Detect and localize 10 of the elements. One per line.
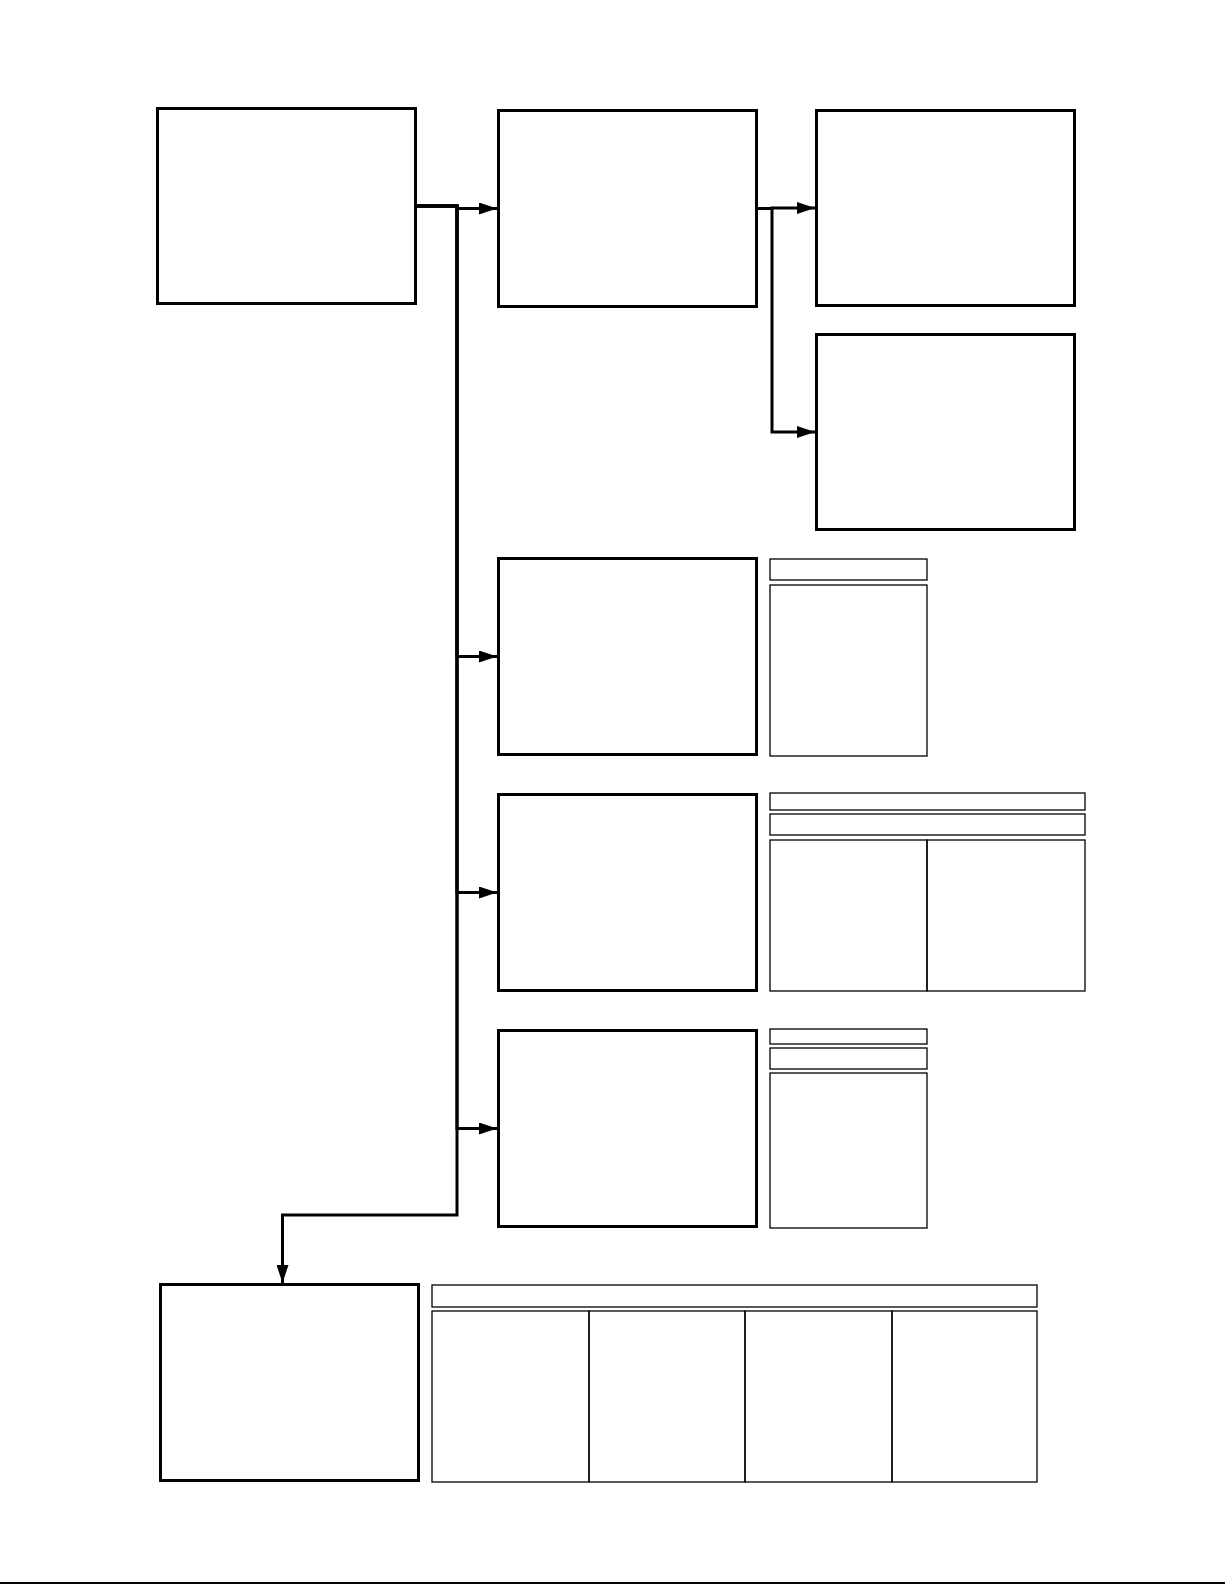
process-box	[497, 793, 758, 992]
arrow	[276, 204, 459, 1283]
process-box	[156, 107, 417, 305]
arrow	[758, 207, 815, 438]
process-box	[497, 109, 758, 308]
process-box	[159, 1283, 420, 1482]
process-box	[815, 333, 1076, 531]
process-box	[497, 1029, 758, 1228]
process-box	[815, 109, 1076, 307]
process-box	[497, 557, 758, 756]
